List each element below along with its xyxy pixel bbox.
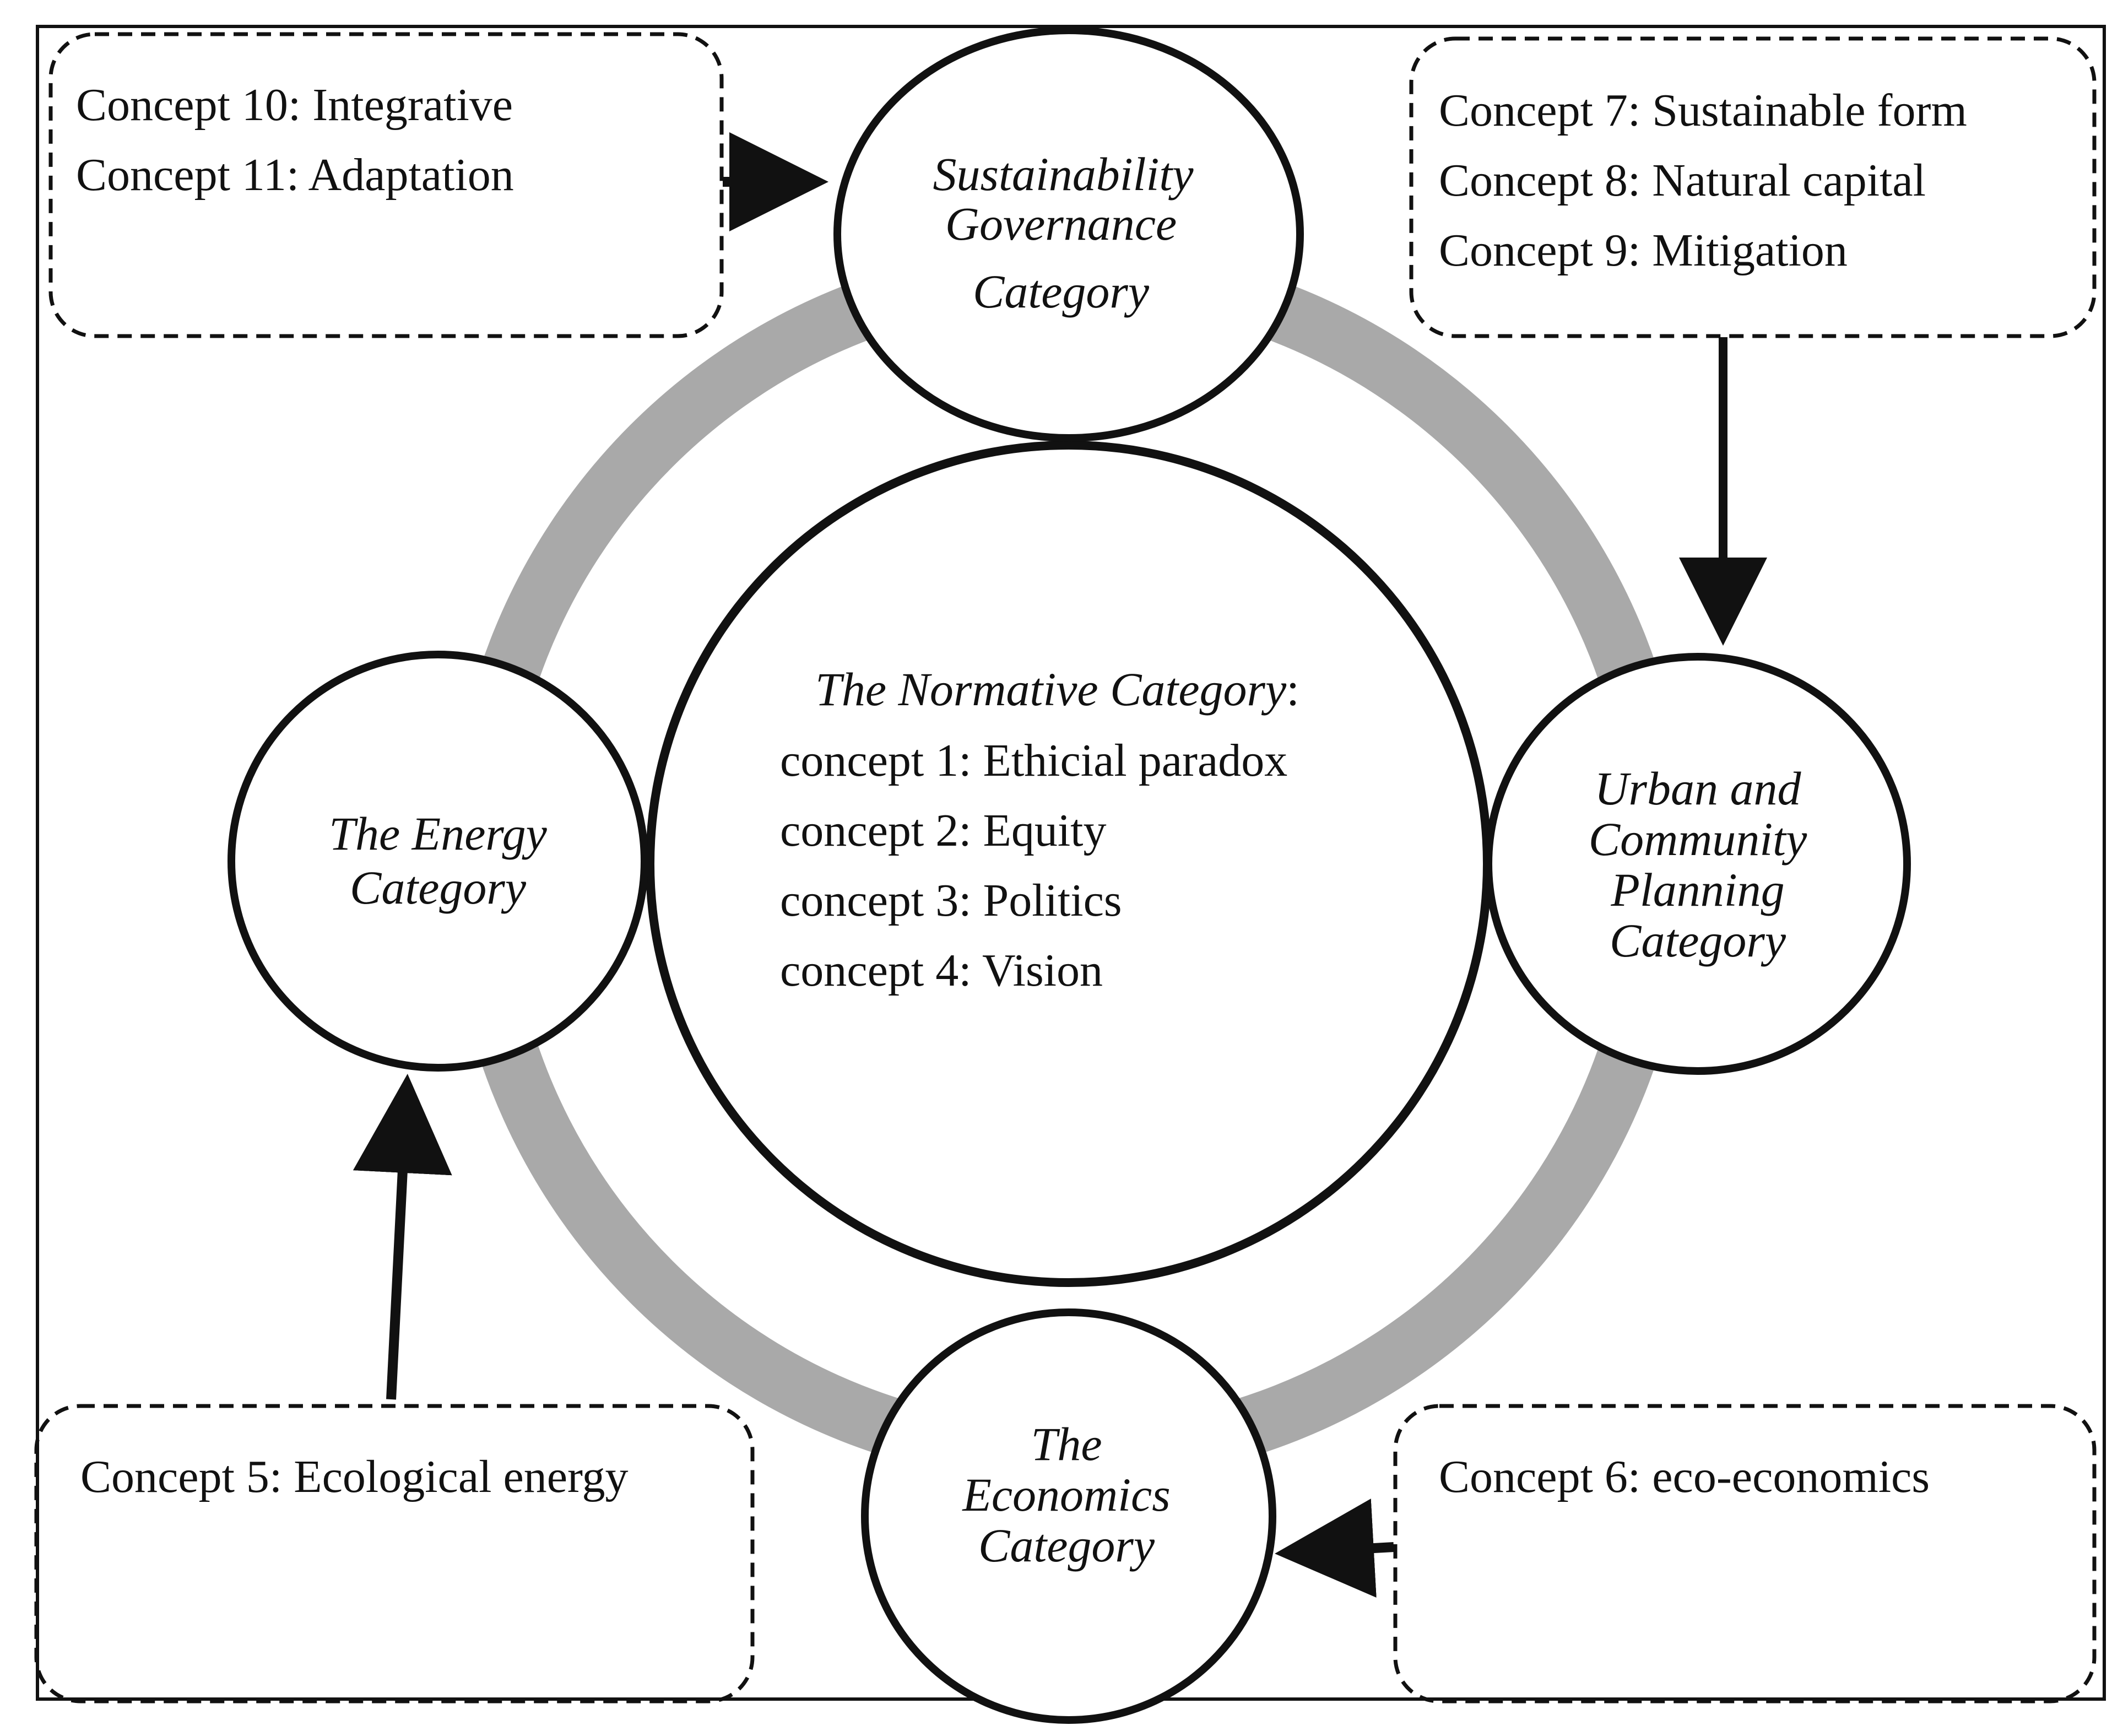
concept-line: Concept 8: Natural capital <box>1439 155 1926 206</box>
governance-circle <box>833 26 1304 442</box>
concept-line: Concept 5: Ecological energy <box>80 1451 628 1502</box>
energy-circle <box>228 651 648 1072</box>
normative-concept: concept 2: Equity <box>780 805 1107 856</box>
concept-line: Concept 6: eco-economics <box>1439 1451 1930 1502</box>
urban-concept-box <box>1409 36 2097 338</box>
normative-title: The Normative Category: <box>815 663 1299 716</box>
concept-line: Concept 10: Integrative <box>76 79 513 131</box>
urban-label: Urban and Community Planning Category <box>1589 762 1807 967</box>
economics-circle <box>861 1308 1276 1724</box>
energy-concepts: Concept 5: Ecological energy <box>80 1451 628 1502</box>
normative-concept: concept 4: Vision <box>780 945 1103 996</box>
governance-concept-box <box>48 32 724 338</box>
governance-label: Sustainability Governance Category <box>933 148 1194 318</box>
economics-label: The Economics Category <box>961 1418 1170 1572</box>
normative-concept: concept 1: Ethicial paradox <box>780 735 1287 786</box>
energy-label-line: Category <box>350 861 527 914</box>
normative-concepts: concept 1: Ethicial paradox concept 2: E… <box>780 735 1287 996</box>
governance-label-line: Category <box>973 265 1150 318</box>
urban-circle <box>1485 653 1911 1075</box>
concept-line: Concept 11: Adaptation <box>76 149 514 201</box>
normative-circle <box>646 441 1492 1287</box>
normative-title-suffix: : <box>1286 663 1299 716</box>
normative-concept: concept 3: Politics <box>780 875 1122 926</box>
arrow-economics-concepts <box>1275 1499 1394 1598</box>
governance-concepts: Concept 10: Integrative Concept 11: Adap… <box>76 79 514 201</box>
urban-label-line: Planning <box>1610 863 1784 916</box>
economics-concepts: Concept 6: eco-economics <box>1439 1451 1930 1502</box>
urban-label-line: Category <box>1610 914 1786 967</box>
economics-label-line: Economics <box>961 1468 1170 1521</box>
energy-label-line: The Energy <box>329 807 547 860</box>
energy-label: The Energy Category <box>329 807 547 914</box>
urban-concepts: Concept 7: Sustainable form Concept 8: N… <box>1439 85 1967 276</box>
normative-title-italic: The Normative Category <box>815 663 1287 716</box>
governance-label-line: Governance <box>945 197 1177 250</box>
energy-concept-box <box>34 1404 755 1703</box>
urban-label-line: Community <box>1589 813 1807 866</box>
economics-label-line: The <box>1031 1418 1102 1470</box>
concept-line: Concept 7: Sustainable form <box>1439 85 1967 136</box>
concept-line: Concept 9: Mitigation <box>1439 225 1848 276</box>
urban-label-line: Urban and <box>1594 762 1801 815</box>
arrow-energy-concepts <box>353 1074 452 1400</box>
governance-label-line: Sustainability <box>933 148 1194 201</box>
economics-label-line: Category <box>978 1519 1155 1572</box>
economics-concept-box <box>1393 1404 2097 1703</box>
